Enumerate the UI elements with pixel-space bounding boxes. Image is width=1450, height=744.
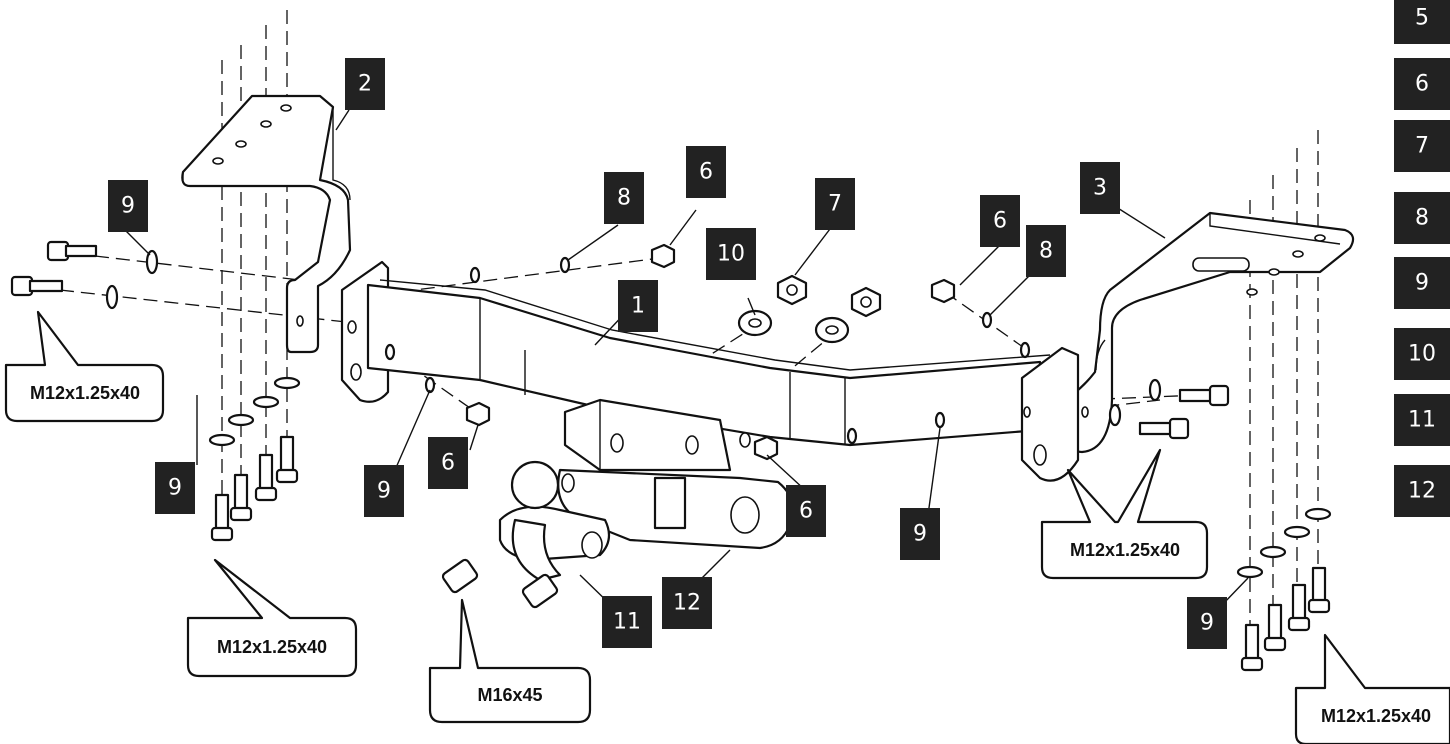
callout-right-side: M12x1.25x40 [1040, 448, 1209, 580]
right-bracket [1070, 211, 1355, 454]
label-part-11: 11 [602, 596, 652, 648]
fasteners [10, 240, 1332, 672]
callout-right-bottom: M12x1.25x40 [1294, 633, 1450, 744]
side-list-item: 12 [1394, 465, 1450, 517]
svg-text:12: 12 [1408, 479, 1436, 504]
label-part-6-right: 6 [980, 195, 1020, 247]
svg-text:12: 12 [673, 591, 701, 616]
side-list-item: 11 [1394, 394, 1450, 446]
side-list-item: 6 [1394, 58, 1450, 110]
label-part-2: 2 [345, 58, 385, 110]
label-part-8-top: 8 [604, 172, 644, 224]
label-part-3: 3 [1080, 162, 1120, 214]
side-list-item: 9 [1394, 257, 1450, 309]
spec-left-bottom: M12x1.25x40 [217, 637, 327, 657]
part-number-labels: 2 9 8 6 7 10 1 3 6 8 9 9 6 6 9 11 12 9 [108, 58, 1227, 649]
label-part-9-left-top: 9 [108, 180, 148, 232]
label-part-8-right: 8 [1026, 225, 1066, 277]
tow-ball-assembly [498, 460, 795, 582]
side-part-list: 5 6 7 8 9 10 11 12 [1394, 0, 1450, 517]
svg-text:8: 8 [1039, 239, 1053, 264]
svg-text:7: 7 [1415, 134, 1429, 159]
svg-text:11: 11 [1408, 408, 1436, 433]
callout-left-side: M12x1.25x40 [4, 310, 165, 423]
svg-text:6: 6 [1415, 72, 1429, 97]
label-part-9-right-bottom: 9 [1187, 597, 1227, 649]
svg-text:2: 2 [358, 72, 372, 97]
label-part-7: 7 [815, 178, 855, 230]
spec-callouts: M12x1.25x40 M12x1.25x40 M16x45 M12x1.25x… [4, 310, 1450, 744]
spec-ball: M16x45 [477, 685, 542, 705]
label-part-6-top: 6 [686, 146, 726, 198]
svg-text:5: 5 [1415, 6, 1429, 31]
svg-text:9: 9 [913, 522, 927, 547]
spec-right-side: M12x1.25x40 [1070, 540, 1180, 560]
main-crossbeam [340, 260, 1080, 482]
label-part-6-center-left: 6 [428, 437, 468, 489]
label-part-9-center-right: 9 [900, 508, 940, 560]
svg-text:7: 7 [828, 192, 842, 217]
side-list-item: 10 [1394, 328, 1450, 380]
callout-left-bottom: M12x1.25x40 [186, 558, 358, 678]
left-bracket [181, 94, 352, 354]
svg-text:9: 9 [121, 194, 135, 219]
svg-text:3: 3 [1093, 176, 1107, 201]
svg-text:9: 9 [1200, 611, 1214, 636]
svg-text:6: 6 [441, 451, 455, 476]
label-part-1: 1 [618, 280, 658, 332]
spec-left-side: M12x1.25x40 [30, 383, 140, 403]
label-part-12: 12 [662, 577, 712, 629]
svg-text:10: 10 [717, 242, 745, 267]
svg-text:9: 9 [1415, 271, 1429, 296]
svg-text:8: 8 [617, 186, 631, 211]
svg-text:8: 8 [1415, 206, 1429, 231]
svg-text:1: 1 [631, 294, 645, 319]
label-part-9-left-bottom: 9 [155, 462, 195, 514]
spec-right-bottom: M12x1.25x40 [1321, 706, 1431, 726]
svg-text:6: 6 [699, 160, 713, 185]
svg-text:10: 10 [1408, 342, 1436, 367]
svg-text:9: 9 [377, 479, 391, 504]
side-list-item: 5 [1394, 0, 1450, 44]
side-list-item: 8 [1394, 192, 1450, 244]
callout-ball: M16x45 [428, 598, 592, 724]
label-part-10: 10 [706, 228, 756, 280]
svg-text:6: 6 [993, 209, 1007, 234]
svg-text:11: 11 [613, 610, 641, 635]
svg-text:6: 6 [799, 499, 813, 524]
side-list-item: 7 [1394, 120, 1450, 172]
label-part-9-center-left: 9 [364, 465, 404, 517]
svg-text:9: 9 [168, 476, 182, 501]
label-part-6-center-right: 6 [786, 485, 826, 537]
